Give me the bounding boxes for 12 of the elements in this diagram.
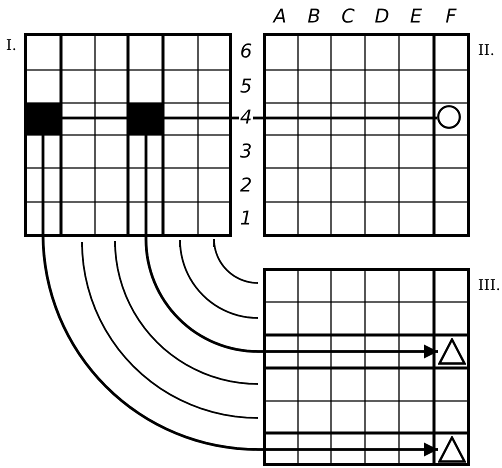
arrow: [42, 135, 438, 456]
grid-heading: III.: [478, 278, 501, 293]
filled-cell: [128, 103, 164, 135]
connector-line: [164, 116, 437, 120]
grid-heading: II.: [478, 43, 495, 58]
filled-cell: [24, 103, 62, 135]
circle-mark: [437, 105, 461, 129]
grid-heading: I.: [6, 38, 17, 53]
triangle-mark: [438, 436, 466, 463]
triangle-mark: [438, 338, 466, 365]
arrow: [144, 135, 438, 358]
connector-line: [62, 116, 128, 120]
